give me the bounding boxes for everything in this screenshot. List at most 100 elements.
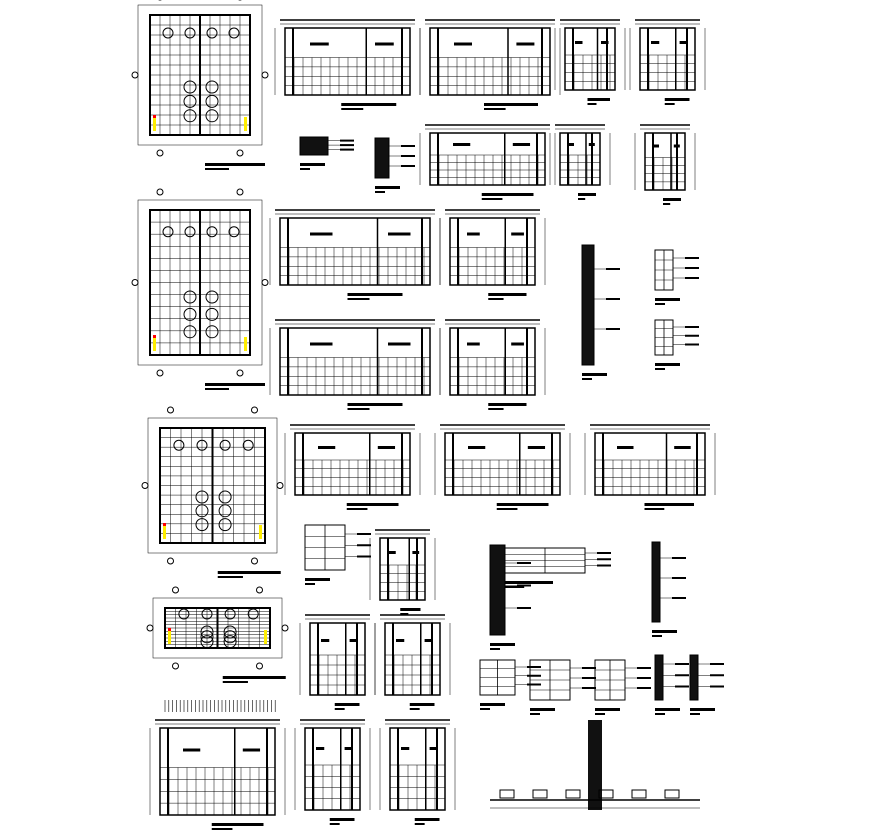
annotation-label	[601, 41, 609, 44]
view-title-bar	[505, 581, 553, 584]
highlight-marker	[264, 630, 267, 644]
sink-fixture	[205, 94, 219, 108]
elevation-outline	[159, 727, 276, 816]
detail-2b	[654, 319, 699, 370]
detail-2a	[654, 249, 699, 305]
callout-label	[606, 328, 620, 330]
annotation-label	[653, 144, 659, 148]
wall-section-3	[489, 544, 531, 650]
callout-label	[401, 165, 415, 167]
annotation-label	[516, 42, 535, 46]
view-title-bar	[205, 383, 265, 386]
view-title-bar	[329, 818, 355, 821]
detail-outline	[489, 544, 506, 636]
annotation-label	[511, 342, 524, 346]
elevation-outline	[294, 432, 411, 496]
view-scale-bar	[414, 823, 425, 825]
annotation-label	[467, 232, 480, 236]
grid-axis-bubble	[281, 624, 289, 632]
callout-label	[685, 326, 699, 328]
view-title-bar	[655, 363, 680, 366]
sink-fixture	[205, 80, 219, 94]
annotation-label	[568, 143, 574, 146]
wall-section-4	[651, 541, 686, 637]
view-title-bar	[300, 163, 325, 166]
annotation-label	[316, 747, 325, 750]
annotation-label	[468, 446, 486, 449]
elevation-3c	[584, 424, 716, 510]
annotation-label	[389, 551, 396, 554]
view-scale-bar	[663, 203, 671, 205]
sink-fixture	[195, 504, 209, 518]
view-title-bar	[347, 293, 403, 296]
callout-label	[672, 577, 686, 579]
view-title-bar	[414, 818, 440, 821]
view-scale-bar	[300, 168, 310, 170]
elevation-outline	[444, 432, 561, 496]
callout-label	[637, 677, 651, 679]
view-title-bar	[578, 193, 596, 196]
annotation-label	[679, 41, 688, 44]
view-scale-bar	[644, 508, 665, 510]
annotation-label	[310, 232, 333, 236]
view-title-bar	[480, 703, 505, 706]
callout-label	[517, 584, 531, 587]
grid-axis-bubble	[256, 586, 263, 594]
view-scale-bar	[481, 198, 503, 200]
grid-axis-bubble	[146, 624, 154, 632]
toilet-fixture	[228, 27, 240, 39]
callout-label	[675, 663, 689, 665]
view-scale-bar	[347, 298, 370, 300]
view-title-bar	[305, 578, 330, 581]
grid-axis-bubble	[236, 188, 244, 196]
view-scale-bar	[305, 583, 315, 585]
elevation-outline	[389, 727, 446, 811]
view-title-bar	[346, 503, 399, 506]
grid-axis-bubble	[236, 369, 244, 377]
toilet-fixture	[178, 608, 190, 620]
view-scale-bar	[582, 378, 592, 380]
callout-label	[710, 663, 724, 665]
annotation-label	[242, 748, 261, 752]
door-detail-b	[529, 659, 596, 715]
toilet-fixture	[242, 439, 254, 451]
annotation-label	[377, 446, 396, 449]
grid-axis-bubble	[156, 188, 164, 196]
callout-label	[527, 666, 541, 668]
view-title-bar	[409, 703, 435, 706]
highlight-marker	[244, 337, 247, 351]
elevation-1b	[419, 19, 561, 110]
view-title-bar	[663, 198, 681, 201]
view-title-bar	[655, 298, 680, 301]
elevation-5c	[379, 719, 456, 825]
toilet-fixture	[206, 226, 218, 238]
annotation-label	[388, 342, 411, 346]
view-title-bar	[205, 163, 265, 166]
sink-fixture	[183, 325, 197, 339]
annotation-label	[183, 748, 201, 752]
detail-4a	[654, 654, 689, 715]
view-scale-bar	[347, 408, 370, 410]
grid-axis-bubble	[167, 557, 174, 565]
footing	[532, 789, 548, 799]
grid-axis-bubble	[236, 149, 244, 157]
view-title-bar	[334, 703, 360, 706]
footing	[664, 789, 680, 799]
callout-label	[685, 277, 699, 279]
sink-fixture	[218, 490, 232, 504]
callout-label	[357, 544, 371, 547]
callout-label	[710, 674, 724, 677]
elevation-outline	[279, 217, 431, 286]
sink-fixture	[183, 80, 197, 94]
view-title-bar	[644, 503, 694, 506]
annotation-label	[651, 41, 660, 44]
floor-plan-1	[131, 0, 269, 170]
view-scale-bar	[488, 408, 504, 410]
callout-label	[582, 687, 596, 689]
toilet-fixture	[173, 439, 185, 451]
annotation-label	[527, 446, 546, 449]
view-title-bar	[488, 403, 527, 406]
elevation-2c	[269, 319, 441, 410]
grid-axis-bubble	[131, 279, 139, 286]
view-title-bar	[484, 103, 538, 106]
